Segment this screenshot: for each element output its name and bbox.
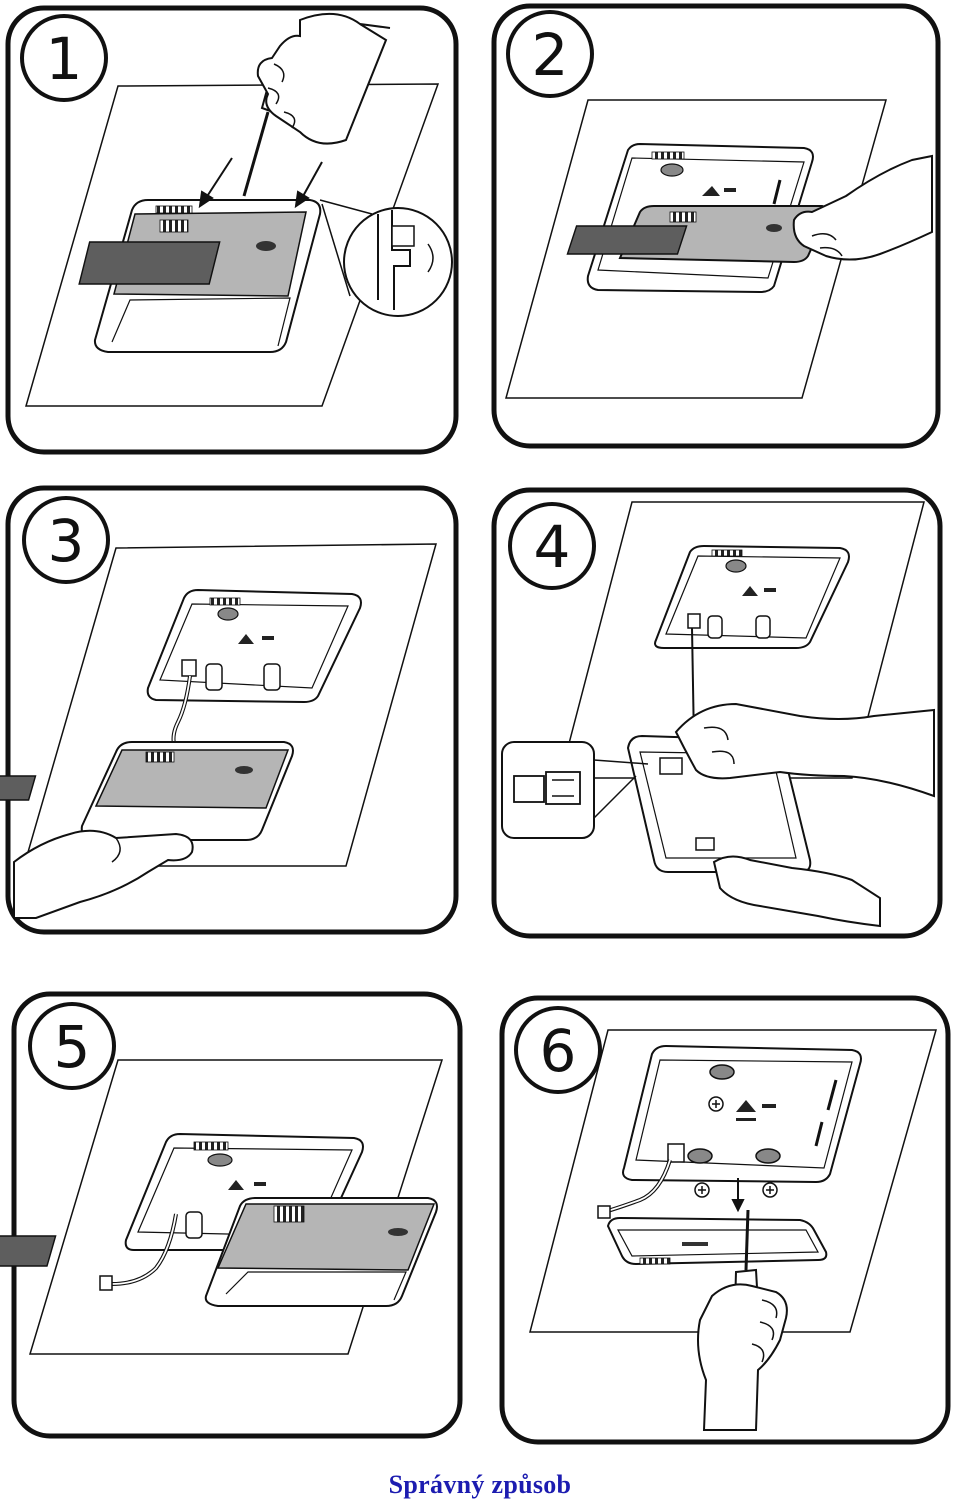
wall-surface [529,1029,937,1333]
panel-frame [5,5,459,455]
step-number: 1 [46,25,83,93]
step-badge: 6 [514,1006,602,1094]
hand-icon [697,1283,788,1431]
wall-surface [505,99,887,399]
step-badge: 1 [20,14,108,102]
front-cover [0,741,294,841]
back-plate [654,544,850,649]
arrow-icon [198,157,323,209]
detail-magnifier [319,199,453,317]
step-badge: 4 [508,502,596,590]
cable-plug [99,1275,113,1291]
arrow-down-icon [731,1178,745,1213]
step-badge: 5 [28,1002,116,1090]
step-number: 3 [48,507,85,575]
hand-icon [792,154,933,261]
step-number: 2 [532,21,569,89]
cable-plug [597,1205,611,1219]
step-number: 5 [54,1013,91,1081]
detail-magnifier [501,741,649,839]
hand-icon [13,829,194,919]
controller-unit [78,199,322,353]
back-plate [622,1044,862,1184]
wall-surface [559,501,925,779]
panel-frame [491,487,943,939]
step-panel-1: 1 [5,5,459,455]
panel-frame [499,995,951,1445]
front-cover [0,1197,438,1307]
step-panel-5: 5 [0,991,463,1439]
step-panel-3: 3 [0,485,459,935]
hand-icon [674,702,935,798]
front-cover-back-side [606,1216,828,1266]
step-badge: 3 [22,496,110,584]
caption: Správný způsob [388,1470,572,1499]
panel-frame [491,3,941,449]
step-panel-2: 2 [491,3,941,449]
panel-frame [5,485,459,935]
back-plate [146,588,362,704]
hand-icon [256,12,391,145]
panel-frame [11,991,463,1439]
wall-surface [28,1059,444,1355]
wall-surface [23,543,437,867]
step-number: 4 [534,513,571,581]
hand-icon [712,855,881,928]
step-panel-6: 6 [499,995,951,1445]
step-panel-4: 4 [491,487,943,939]
step-number: 6 [540,1017,577,1085]
screw-icon [694,1096,778,1198]
front-cover [566,205,829,264]
step-badge: 2 [506,10,594,98]
